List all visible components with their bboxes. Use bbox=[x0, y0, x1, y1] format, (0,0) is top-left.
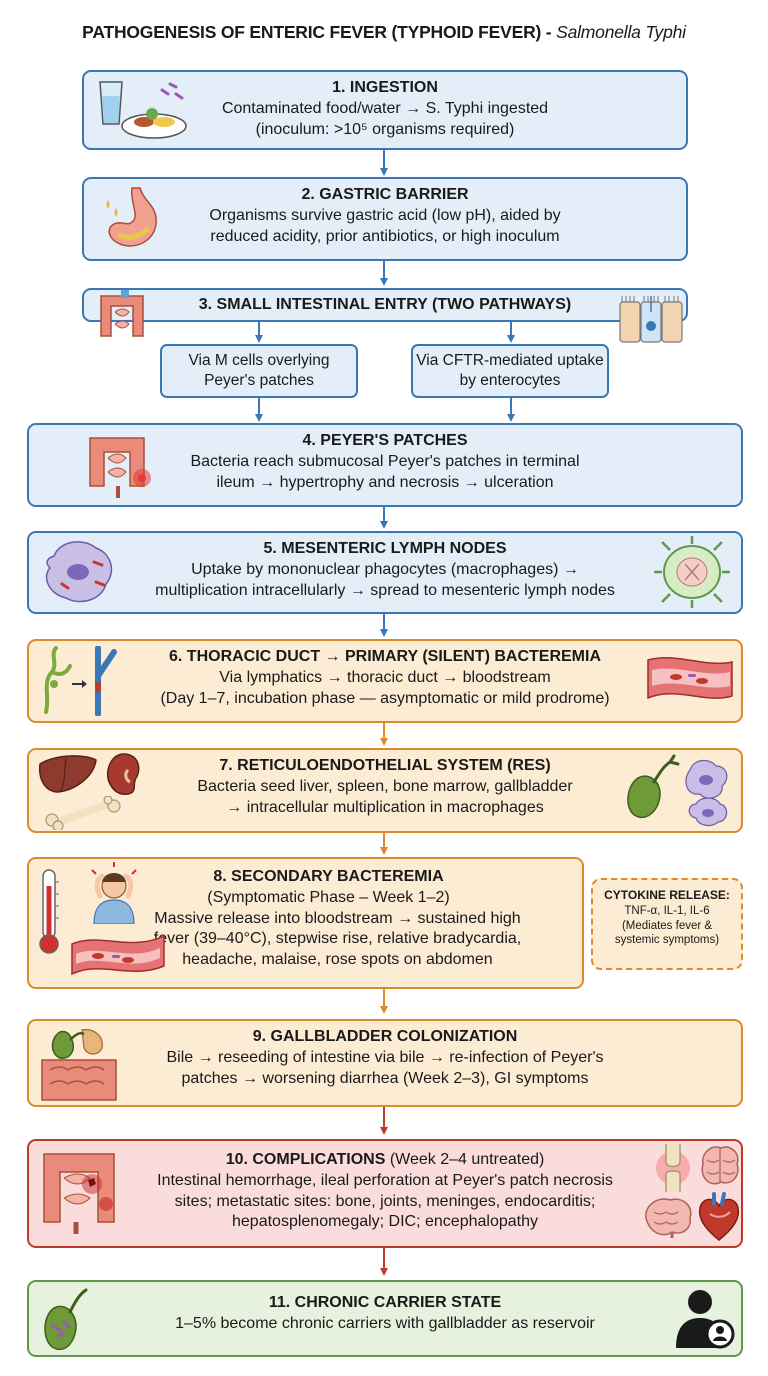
intestine-icon bbox=[100, 290, 144, 337]
bone-icon bbox=[45, 796, 121, 830]
macrophage-icon bbox=[45, 541, 113, 603]
organism-name: Salmonella Typhi bbox=[556, 22, 686, 42]
page-title: PATHOGENESIS OF ENTERIC FEVER (TYPHOID F… bbox=[82, 22, 686, 42]
step-text: Via lymphatics → thoracic duct → bloodst… bbox=[219, 668, 551, 686]
step-primary-bacteremia: 6. THORACIC DUCT → PRIMARY (SILENT) BACT… bbox=[27, 639, 743, 723]
step-heading: 9. GALLBLADDER COLONIZATION bbox=[252, 1028, 518, 1045]
step-heading: 2. GASTRIC BARRIER bbox=[301, 186, 469, 203]
step-peyers-patches: 4. PEYER'S PATCHES Bacteria reach submuc… bbox=[27, 423, 743, 507]
pathway-cftr: Via CFTR-mediated uptake by enterocytes bbox=[411, 344, 609, 398]
step-text: (Symptomatic Phase – Week 1–2) bbox=[207, 888, 450, 906]
stomach-icon bbox=[106, 187, 157, 247]
kidney-spleen-icon bbox=[106, 753, 140, 795]
gallbladder-stone-icon bbox=[44, 1288, 88, 1351]
step-text: ileum → hypertrophy and necrosis → ulcer… bbox=[216, 473, 554, 491]
heart-icon bbox=[698, 1192, 740, 1241]
step-text: Bacteria seed liver, spleen, bone marrow… bbox=[197, 777, 573, 795]
headache-person-icon bbox=[91, 862, 137, 924]
cytokine-release-callout: CYTOKINE RELEASE: TNF-α, IL-1, IL-6 (Med… bbox=[591, 878, 743, 970]
intestine-gallbladder-icon bbox=[41, 1029, 117, 1101]
step-heading: 7. RETICULOENDOTHELIAL SYSTEM (RES) bbox=[219, 757, 551, 774]
step-gallbladder-colonization: 9. GALLBLADDER COLONIZATION Bile → resee… bbox=[27, 1019, 743, 1107]
step-text: Massive release into bloodstream → susta… bbox=[154, 909, 521, 927]
perforated-intestine-icon bbox=[43, 1153, 115, 1234]
cytokine-heading: CYTOKINE RELEASE: bbox=[604, 888, 730, 902]
step-ingestion: 1. INGESTION Contaminated food/water → S… bbox=[82, 70, 688, 150]
blood-vessel-icon bbox=[71, 934, 165, 976]
step-text: Organisms survive gastric acid (low pH),… bbox=[209, 206, 561, 224]
step-heading: 4. PEYER'S PATCHES bbox=[302, 432, 468, 449]
liver-icon bbox=[38, 755, 97, 793]
step-res: 7. RETICULOENDOTHELIAL SYSTEM (RES) Bact… bbox=[27, 748, 743, 833]
step-text: reduced acidity, prior antibiotics, or h… bbox=[210, 227, 560, 245]
carrier-person-icon bbox=[676, 1290, 735, 1349]
step-text: headache, malaise, rose spots on abdomen bbox=[182, 951, 493, 969]
step-heading: 6. THORACIC DUCT → PRIMARY (SILENT) BACT… bbox=[169, 648, 601, 665]
thermometer-icon bbox=[39, 869, 59, 954]
step-text: Uptake by mononuclear phagocytes (macrop… bbox=[191, 560, 579, 578]
blood-vessel-icon bbox=[647, 656, 733, 700]
step-gastric-barrier: 2. GASTRIC BARRIER Organisms survive gas… bbox=[82, 177, 688, 261]
step-intestinal-entry: 3. SMALL INTESTINAL ENTRY (TWO PATHWAYS) bbox=[82, 288, 688, 322]
enterocyte-cells-icon bbox=[619, 296, 683, 343]
gallbladder-icon bbox=[627, 754, 728, 827]
step-text: Intestinal hemorrhage, ileal perforation… bbox=[157, 1171, 613, 1189]
ileum-patch-icon bbox=[89, 437, 151, 498]
step-heading: 1. INGESTION bbox=[332, 79, 438, 96]
step-mesenteric-lymph-nodes: 5. MESENTERIC LYMPH NODES Uptake by mono… bbox=[27, 531, 743, 614]
step-heading: 11. CHRONIC CARRIER STATE bbox=[268, 1294, 502, 1311]
step-text: Bacteria reach submucosal Peyer's patche… bbox=[190, 452, 580, 470]
step-heading: 3. SMALL INTESTINAL ENTRY (TWO PATHWAYS) bbox=[198, 296, 572, 313]
step-text: Contaminated food/water → S. Typhi inges… bbox=[221, 99, 549, 117]
joint-icon bbox=[656, 1144, 690, 1192]
step-complications: 10. COMPLICATIONS (Week 2–4 untreated) I… bbox=[27, 1139, 743, 1248]
step-chronic-carrier: 11. CHRONIC CARRIER STATE 1–5% become ch… bbox=[27, 1280, 743, 1357]
brain-icon bbox=[701, 1146, 739, 1185]
step-heading: 5. MESENTERIC LYMPH NODES bbox=[263, 540, 507, 557]
step-text: 1–5% become chronic carriers with gallbl… bbox=[175, 1314, 595, 1332]
step-heading: 8. SECONDARY BACTEREMIA bbox=[213, 868, 444, 885]
step-text: fever (39–40°C), stepwise rise, relative… bbox=[153, 930, 522, 948]
step-text: (Day 1–7, incubation phase — asymptomati… bbox=[160, 689, 610, 707]
lymph-node-icon bbox=[654, 536, 730, 608]
step-heading: 10. COMPLICATIONS (Week 2–4 untreated) bbox=[225, 1151, 545, 1168]
step-text: → intracellular multiplication in macrop… bbox=[226, 798, 544, 816]
step-text: patches → worsening diarrhea (Week 2–3),… bbox=[181, 1069, 589, 1087]
step-text: hepatosplenomegaly; DIC; encephalopathy bbox=[232, 1213, 538, 1231]
brain-icon bbox=[645, 1198, 692, 1238]
step-text: sites; metastatic sites: bone, joints, m… bbox=[174, 1192, 596, 1210]
step-text: multiplication intracellularly → spread … bbox=[155, 581, 615, 599]
step-text: (inoculum: >10⁵ organisms required) bbox=[255, 120, 515, 138]
pathway-m-cells: Via M cells overlying Peyer's patches bbox=[160, 344, 358, 398]
water-glass-food-icon bbox=[99, 81, 187, 139]
step-text: Bile → reseeding of intestine via bile →… bbox=[166, 1048, 604, 1066]
lymphatic-vessel-icon bbox=[44, 646, 117, 716]
